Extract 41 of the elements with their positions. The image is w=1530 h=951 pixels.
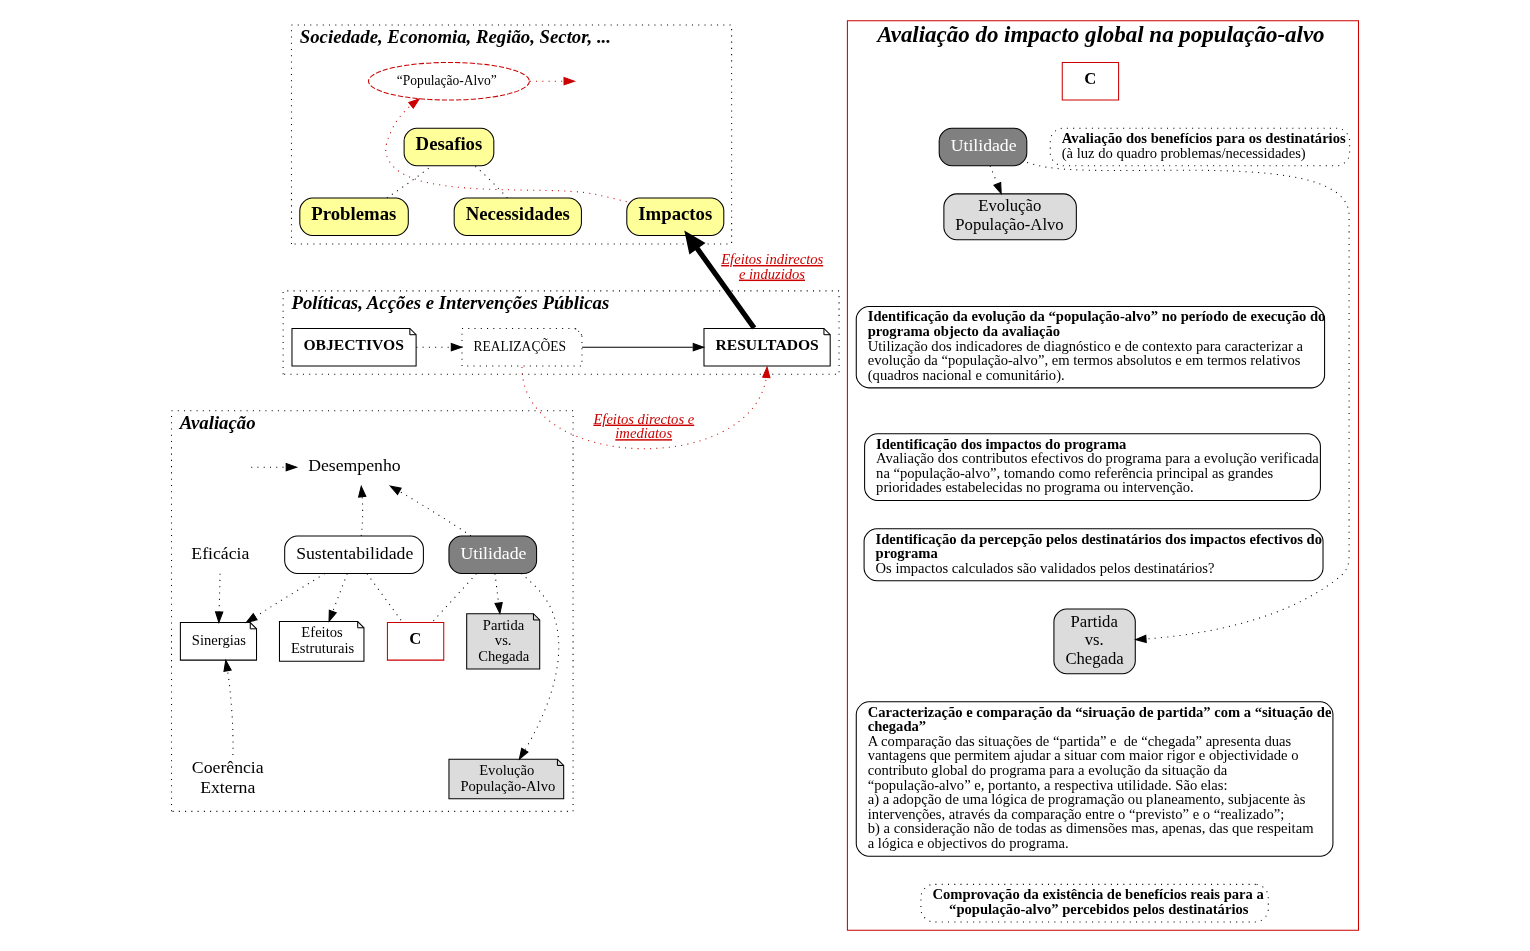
node-box: Problemas xyxy=(299,197,409,237)
arrow xyxy=(214,573,224,624)
node-box: Sustentabilidade xyxy=(284,535,424,575)
arrow xyxy=(581,342,706,352)
node-ellipse: “População-Alvo” xyxy=(368,61,530,101)
node-box: Necessidades xyxy=(453,197,582,237)
node-box: Utilidade xyxy=(938,127,1028,167)
node-box: Avaliação dos benefícios para os destinatários (à luz do quadro problemas/necessidades) xyxy=(1049,127,1351,167)
arrow xyxy=(415,342,464,352)
edge-label: Efeitos directos e imediatos xyxy=(593,410,695,442)
node-box: Identificação da percepção pelos destinatários dos impactos efectivos do programa Os impactos calculados são validados pelos destinatários? xyxy=(863,528,1324,582)
edge-label: Efeitos indirectos e induzidos xyxy=(721,250,824,282)
arrow xyxy=(518,573,560,761)
arrow xyxy=(684,230,757,330)
node-text: Eficácia xyxy=(191,543,250,564)
node-box: Impactos xyxy=(626,197,725,237)
arrow xyxy=(529,76,577,86)
arrow xyxy=(250,462,299,472)
arrow xyxy=(223,658,234,756)
arrow xyxy=(328,573,348,623)
arrow xyxy=(521,365,771,450)
arrow xyxy=(989,165,1002,195)
arrow xyxy=(385,97,628,203)
node-text: Desempenho xyxy=(308,455,401,476)
node-box: Caracterização e comparação da “siruação de partida” com a “situação de chegada” A comparação das situações de “partida” e de “chegada” apresenta duas vantagens que permitem ajudar a situar com maior rigor e objectividade o contributo global do programa para a evolução da situação da “população-alvo” e, portanto, a respectiva utilidade. São elas: a) a adopção de uma lógica de programação ou planeamento, subjacente às intervenções, através da comparação entre o “previsto” e o “realizado”; b) a consideração não de todas as dimensões mas, apenas, das que respeitam a lógica e objectivos do programa. xyxy=(855,701,1334,857)
arrow xyxy=(494,573,503,615)
node-box: C xyxy=(1061,61,1120,101)
node-text: Coerência Externa xyxy=(191,757,264,798)
node-box: Comprovação da existência de benefícios reais para a “população-alvo” percebidos pelos destinatários xyxy=(920,883,1269,923)
arrow xyxy=(357,484,367,537)
node-box: Desafios xyxy=(403,127,495,167)
arrow xyxy=(245,573,326,624)
arrow xyxy=(388,485,472,537)
node-box: Identificação dos impactos do programa Avaliação dos contributos efectivos do programa para a evolução verificada na “população-alvo”, tomando como referência principal as grandes prioridades estabelecidas no programa ou intervenção. xyxy=(864,433,1321,502)
node-box: Partida vs. Chegada xyxy=(1053,608,1136,675)
arrow xyxy=(1026,162,1350,644)
node-box: Identificação da evolução da “população-alvo” no período de execução do programa objecto da avaliação Utilização dos indicadores de diagnóstico e de contexto para caracterizar a evolução da “população-alvo”, em termos absolutos e em termos relativos (quadros nacional e comunitário). xyxy=(855,306,1326,389)
node-box: Utilidade xyxy=(448,535,538,575)
connector xyxy=(474,165,508,199)
node-box: C xyxy=(386,622,445,661)
node-box: Evolução População-Alvo xyxy=(943,193,1077,241)
